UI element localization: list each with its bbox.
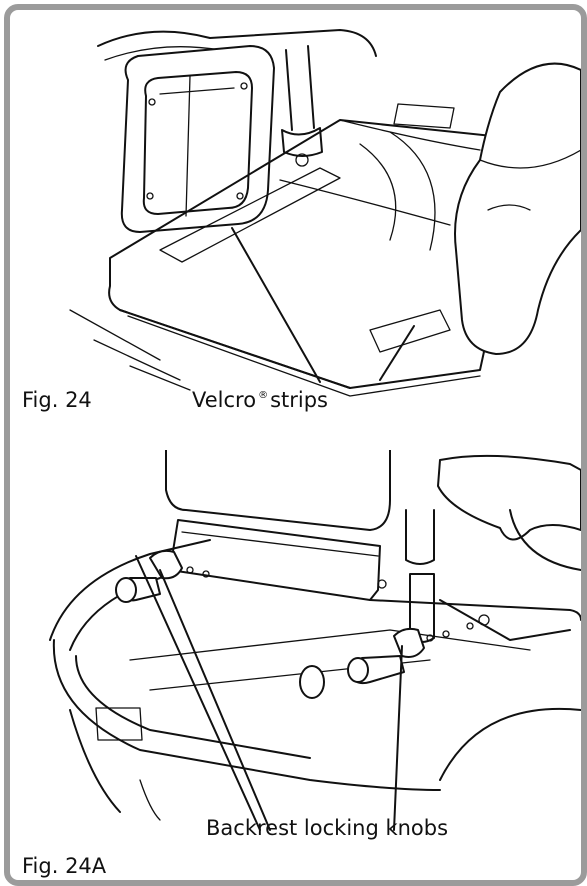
backrest-locking-knobs-callout: Backrest locking knobs — [206, 816, 449, 840]
seat-velcro-illustration — [69, 29, 581, 397]
velcro-strips-callout: Velcro®strips — [192, 388, 328, 412]
manual-figure-panel: Fig. 24 Velcro®strips — [4, 4, 587, 886]
figure-24-caption: Fig. 24 — [22, 388, 92, 412]
figure-24: Fig. 24 Velcro®strips — [10, 10, 581, 440]
figure-24a: Backrest locking knobs Fig. 24A — [10, 450, 581, 880]
backrest-knobs-illustration — [49, 450, 581, 831]
velcro-callout-rest: strips — [270, 388, 328, 412]
figure-24a-caption: Fig. 24A — [22, 854, 107, 878]
registered-mark: ® — [258, 390, 269, 401]
velcro-callout-word: Velcro — [192, 388, 257, 412]
